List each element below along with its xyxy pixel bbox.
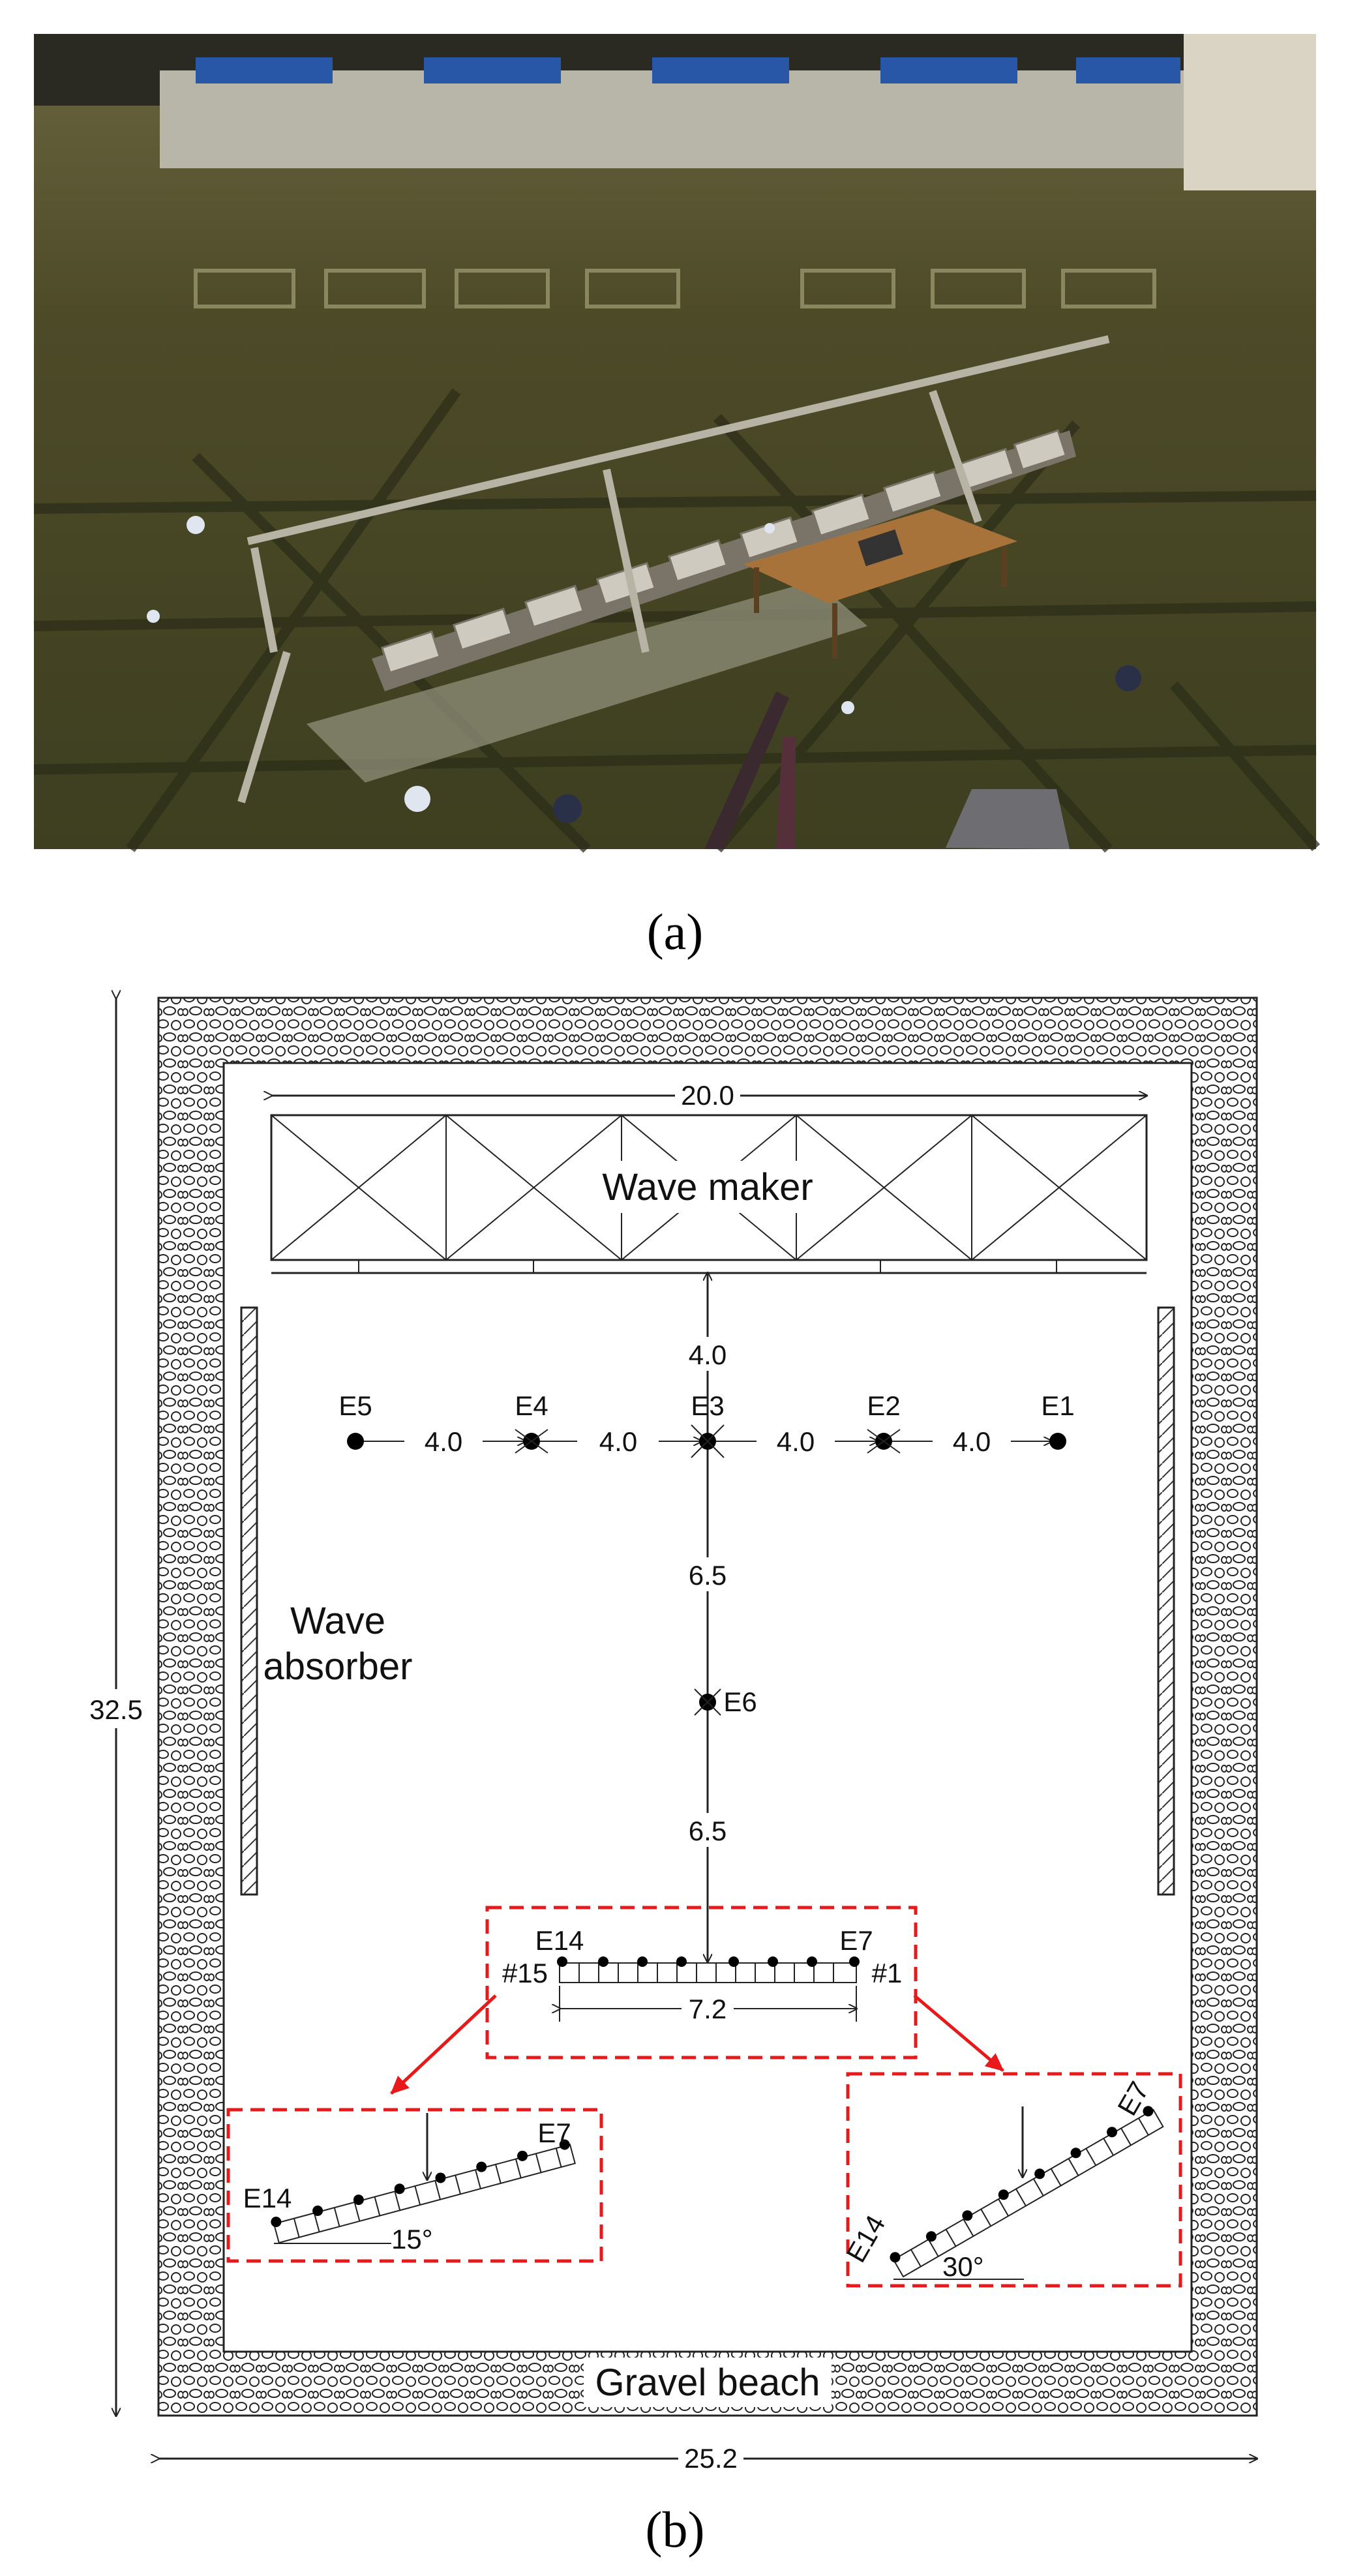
gauge-e5: E5 (338, 1390, 372, 1450)
dim-e3-e6-label: 6.5 (689, 1560, 727, 1591)
dim-e2-e1-label: 4.0 (953, 1426, 991, 1457)
inset-30-angle-label: 30° (942, 2251, 984, 2282)
model-array: E14 E7 #15 #1 7.2 (502, 1925, 902, 2026)
module-first-label: #1 (872, 1958, 903, 1988)
wave-maker: Wave maker (270, 1114, 1148, 1274)
wave-absorber-right (1157, 1306, 1175, 1896)
model-e14-label: E14 (535, 1925, 584, 1956)
gauge-e3-label: E3 (691, 1390, 724, 1421)
basin-diagram: 32.5 25.2 20.0 Wave maker (89, 998, 1257, 2478)
gauge-e2: E2 (867, 1390, 901, 1454)
inset-15-e7-label: E7 (537, 2118, 571, 2148)
basin-width-label: 25.2 (684, 2443, 738, 2474)
gravel-beach-label: Gravel beach (595, 2361, 820, 2404)
wave-absorber-left (240, 1306, 258, 1896)
wave-absorber-label-line2: absorber (263, 1645, 413, 1688)
dim-e4-e3-label: 4.0 (599, 1426, 637, 1457)
gauge-e6-label: E6 (723, 1686, 757, 1717)
gauge-e4-label: E4 (515, 1390, 548, 1421)
gauge-e1: E1 (1041, 1390, 1075, 1450)
inset-15deg: 15° E14 E7 (226, 2108, 603, 2263)
red-arrow-left (390, 1994, 497, 2095)
dim-e6-model-label: 6.5 (689, 1816, 727, 1846)
dim-e3-e2-label: 4.0 (777, 1426, 815, 1457)
gauge-e2-label: E2 (867, 1390, 900, 1421)
gauge-e6: E6 (694, 1686, 757, 1717)
gauge-e4: E4 (515, 1390, 548, 1454)
wave-absorber-label-line1: Wave (290, 1600, 385, 1642)
basin-length-label: 32.5 (89, 1694, 143, 1725)
inset-15-e14-label: E14 (243, 2183, 292, 2213)
model-length-label: 7.2 (689, 1994, 727, 2024)
wave-basin-photo (33, 34, 1321, 853)
caption-a: (a) (647, 903, 704, 960)
gauge-e5-label: E5 (338, 1390, 372, 1421)
model-e7-label: E7 (839, 1925, 873, 1956)
inset-15-angle-label: 15° (391, 2224, 433, 2254)
red-arrow-right (913, 1994, 1004, 2072)
wavemaker-width-label: 20.0 (681, 1080, 734, 1111)
module-last-label: #15 (502, 1958, 548, 1988)
caption-b: (b) (646, 2501, 705, 2558)
wave-maker-label: Wave maker (602, 1166, 813, 1208)
dim-e5-e4-label: 4.0 (425, 1426, 462, 1457)
dim-wavemaker-e3-label: 4.0 (689, 1340, 727, 1370)
gauge-e1-label: E1 (1041, 1390, 1074, 1421)
gauge-e3: E3 (691, 1390, 725, 1458)
